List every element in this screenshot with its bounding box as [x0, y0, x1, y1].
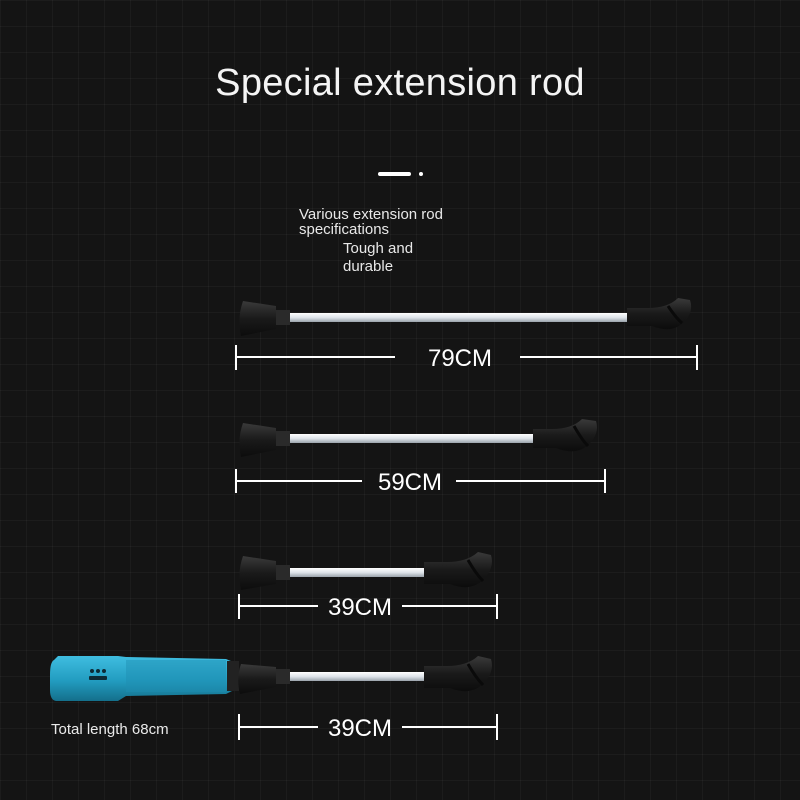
- rod-39cm: [239, 552, 492, 590]
- rod-collar: [276, 565, 290, 580]
- rod-shaft: [288, 568, 428, 577]
- rod-end-cap: [239, 556, 276, 590]
- rod-length-label: 59CM: [378, 469, 442, 496]
- rod-fork-tip: [424, 552, 492, 588]
- rod-length-label: 39CM: [328, 594, 392, 621]
- rod-fork-tip: [533, 419, 597, 452]
- durability-text: Tough and durable: [343, 240, 414, 275]
- rod-collar: [276, 669, 290, 684]
- blue-handle: [50, 656, 238, 701]
- indicator-light: [96, 669, 100, 673]
- dimension-line-79cm: [235, 345, 698, 370]
- rod-fork-tip: [424, 656, 492, 692]
- rod-end-cap: [239, 423, 276, 457]
- rod-end-cap: [239, 301, 276, 336]
- total-length-caption: Total length 68cm: [51, 721, 169, 738]
- rod-fork-tip: [627, 298, 692, 330]
- decoration-dot: [419, 172, 423, 176]
- dimension-line-39cm: [238, 594, 498, 619]
- rod-collar: [276, 431, 290, 446]
- rod-length-label: 79CM: [428, 345, 492, 372]
- rod-end-cap: [238, 664, 276, 694]
- rod-collar: [276, 310, 290, 325]
- rod-shaft: [288, 313, 633, 322]
- handle-tool: [50, 656, 239, 701]
- dimension-line-39cm-bottom: [238, 714, 498, 740]
- indicator-light: [90, 669, 94, 673]
- handle-collar: [227, 661, 239, 691]
- specifications-text: Various extension rod specifications: [299, 206, 443, 238]
- indicator-light: [102, 669, 106, 673]
- decoration-bar: [378, 172, 411, 176]
- power-switch: [89, 676, 107, 680]
- rod-shaft: [288, 434, 538, 443]
- rod-79cm: [239, 298, 692, 336]
- rod-shaft: [288, 672, 428, 681]
- title-underline-decoration: [378, 172, 424, 176]
- rod-59cm: [239, 419, 597, 457]
- rod-39cm-with-handle: [238, 656, 492, 694]
- dimension-line-59cm: [235, 469, 606, 493]
- rod-length-label: 39CM: [328, 715, 392, 742]
- page-title: Special extension rod: [215, 62, 585, 104]
